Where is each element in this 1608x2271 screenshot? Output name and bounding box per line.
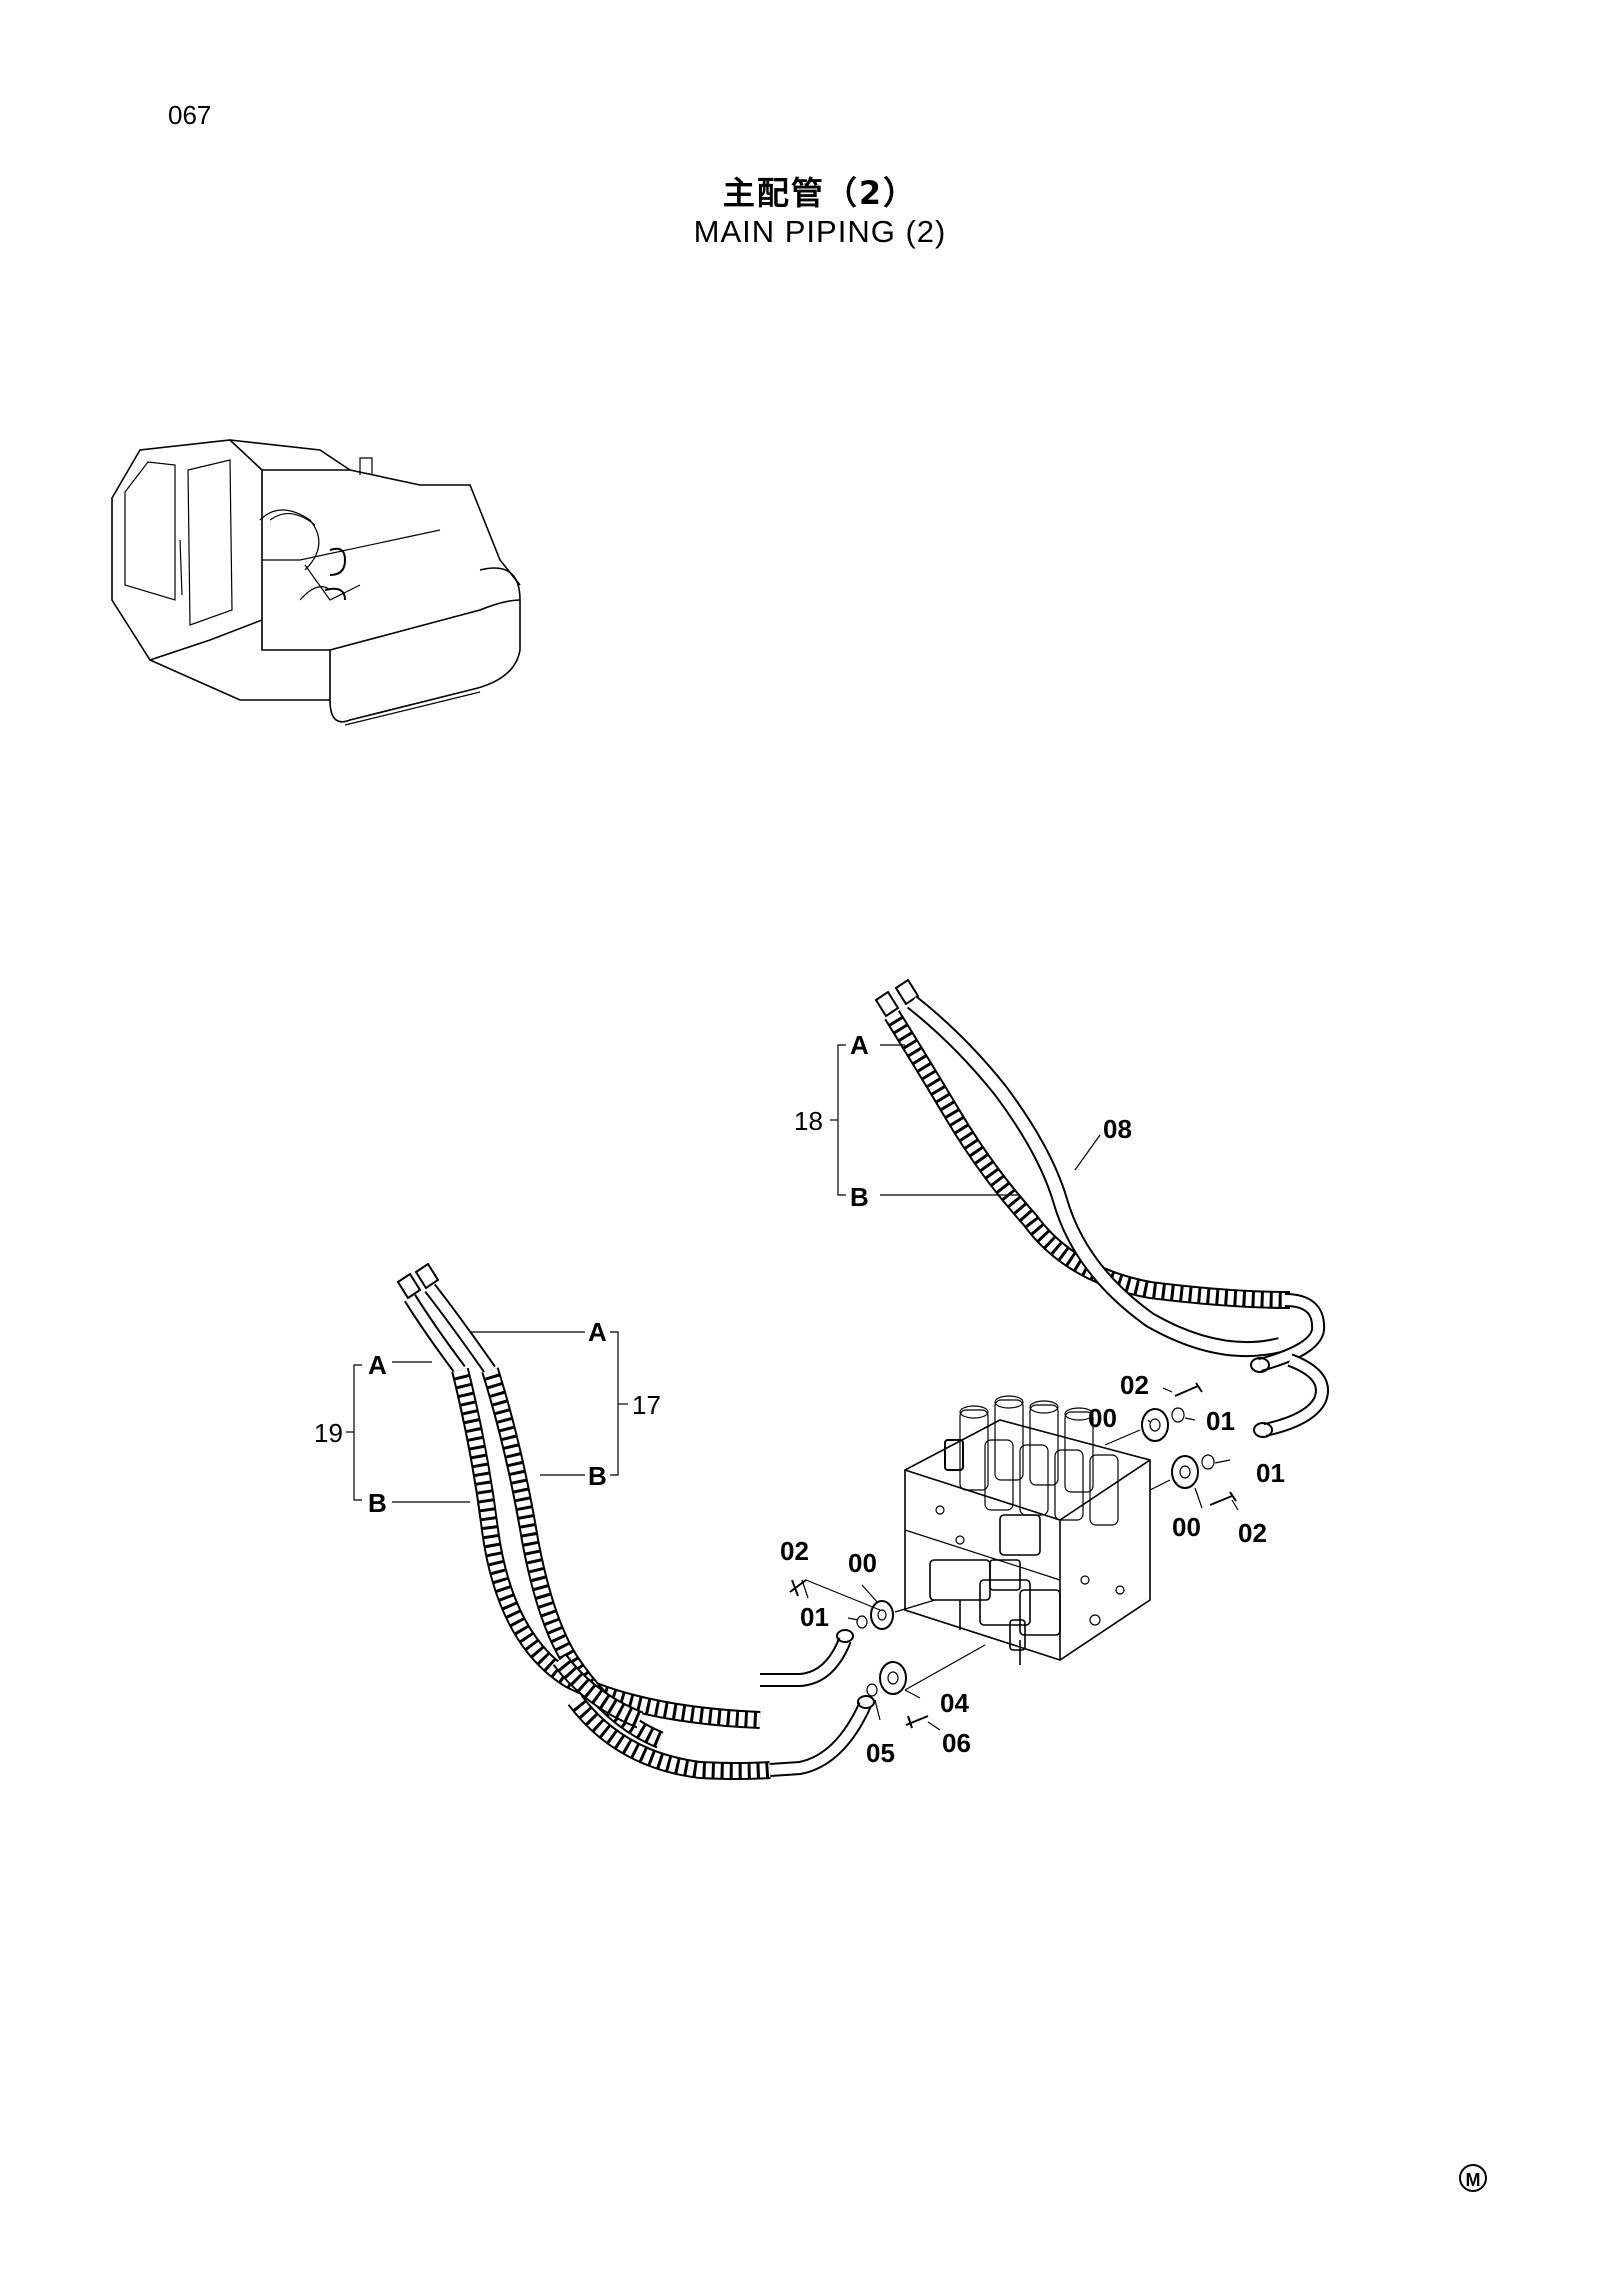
callout-leaders bbox=[346, 1044, 1239, 1731]
callout-18-b: B bbox=[850, 1182, 869, 1212]
hose-assembly-19-17 bbox=[396, 1262, 875, 1780]
callout-19-b: B bbox=[368, 1488, 387, 1518]
page-number: 067 bbox=[168, 100, 212, 130]
callout-02-left: 02 bbox=[780, 1536, 809, 1566]
callout-02-upper: 02 bbox=[1120, 1370, 1149, 1400]
callout-19-a: A bbox=[368, 1350, 387, 1380]
callout-18: 18 bbox=[794, 1106, 823, 1136]
callout-17: 17 bbox=[632, 1390, 661, 1420]
callout-02-right: 02 bbox=[1238, 1518, 1267, 1548]
callout-01-upper: 01 bbox=[1206, 1406, 1235, 1436]
page-title-english: MAIN PIPING (2) bbox=[693, 214, 947, 249]
callout-08: 08 bbox=[1103, 1114, 1132, 1144]
callout-01-left: 01 bbox=[800, 1602, 829, 1632]
callout-00-left: 00 bbox=[848, 1548, 877, 1578]
flange-hardware bbox=[789, 1382, 1237, 1729]
callout-04: 04 bbox=[940, 1688, 969, 1718]
callout-00-upper: 00 bbox=[1088, 1403, 1117, 1433]
callout-05: 05 bbox=[866, 1738, 895, 1768]
m-mark: M bbox=[1459, 2164, 1487, 2192]
callout-00-right: 00 bbox=[1172, 1512, 1201, 1542]
callout-19: 19 bbox=[314, 1418, 343, 1448]
callout-labels: A 18 B 08 A 19 B A 17 B 02 00 01 01 00 0… bbox=[314, 1030, 1285, 1768]
hose-assembly-18-08 bbox=[874, 978, 1329, 1438]
callout-06: 06 bbox=[942, 1728, 971, 1758]
excavator-overview-illustration bbox=[111, 439, 521, 726]
callout-17-b: B bbox=[588, 1461, 607, 1491]
svg-text:M: M bbox=[1466, 2170, 1481, 2190]
callout-17-a: A bbox=[588, 1317, 607, 1347]
page-title-japanese: 主配管（2） bbox=[722, 174, 918, 212]
callout-18-a: A bbox=[850, 1030, 869, 1060]
control-valve-block bbox=[904, 1395, 1151, 1665]
callout-01-right: 01 bbox=[1256, 1458, 1285, 1488]
